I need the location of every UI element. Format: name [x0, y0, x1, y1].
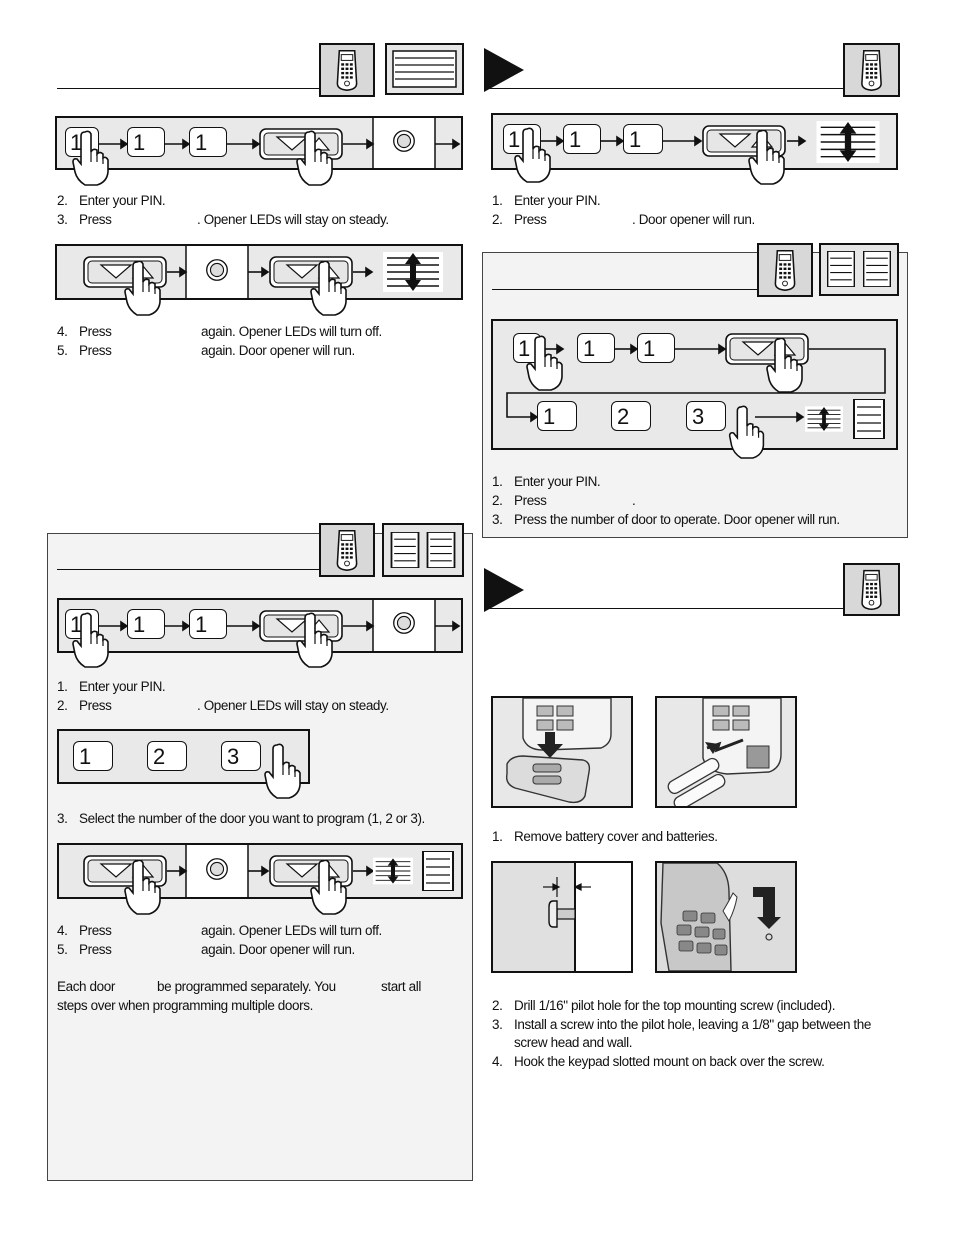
- keypad-icon: [319, 523, 375, 577]
- sequence-confirm-run: [57, 843, 463, 899]
- key-1: 1: [623, 124, 663, 154]
- step: 2.Drill 1/16" pilot hole for the top mou…: [492, 998, 836, 1013]
- step: screw head and wall.: [514, 1035, 633, 1050]
- step: 3.Select the number of the door you want…: [57, 811, 425, 826]
- step-continuation: again. Opener LEDs will turn off.: [201, 923, 382, 938]
- multi-door-icon: [382, 523, 464, 577]
- step: 5.Press: [57, 343, 112, 358]
- step: 3.Press the number of door to operate. D…: [492, 512, 840, 527]
- section-arrow-icon: [484, 568, 524, 612]
- screw-gap-diagram: [491, 861, 633, 973]
- note-text: be programmed separately. You: [157, 979, 336, 994]
- step-continuation: . Opener LEDs will stay on steady.: [197, 212, 389, 227]
- door-key-2: 2: [147, 741, 187, 771]
- key-1: 1: [127, 127, 165, 157]
- step: 1.Remove battery cover and batteries.: [492, 829, 718, 844]
- section-rule: [492, 289, 757, 290]
- door-key-1: 1: [73, 741, 113, 771]
- step: 2.Press: [492, 212, 547, 227]
- sequence-confirm-run: [55, 244, 463, 300]
- door-key-2: 2: [611, 401, 651, 431]
- step: 1.Enter your PIN.: [57, 679, 166, 694]
- section-rule: [57, 569, 319, 570]
- step: 5.Press: [57, 942, 112, 957]
- step-continuation: again. Door opener will run.: [201, 942, 355, 957]
- step-continuation: again. Opener LEDs will turn off.: [201, 324, 382, 339]
- step: 4.Press: [57, 324, 112, 339]
- note-text: steps over when programming multiple doo…: [57, 998, 313, 1013]
- keypad-mounting-image: [655, 861, 797, 973]
- sequence-pin-run: 1 1 1: [491, 113, 898, 170]
- key-1: 1: [577, 333, 615, 363]
- step: 3.Install a screw into the pilot hole, l…: [492, 1017, 871, 1032]
- section-rule: [484, 88, 843, 89]
- keypad-icon: [319, 43, 375, 97]
- section-rule: [57, 88, 319, 89]
- door-key-3: 3: [686, 401, 726, 431]
- keypad-icon: [757, 243, 813, 297]
- keypad-icon: [843, 43, 900, 97]
- step-continuation: .: [632, 493, 636, 508]
- key-1: 1: [637, 333, 675, 363]
- key-1: 1: [189, 127, 227, 157]
- key-1: 1: [127, 609, 165, 639]
- door-select-keys: 1 2 3: [57, 729, 310, 784]
- step-continuation: . Opener LEDs will stay on steady.: [197, 698, 389, 713]
- step-continuation: again. Door opener will run.: [201, 343, 355, 358]
- key-1: 1: [189, 609, 227, 639]
- sequence-pin-program: 1 1 1: [57, 598, 463, 653]
- step: 4.Hook the keypad slotted mount on back …: [492, 1054, 825, 1069]
- step: 2.Press: [57, 698, 112, 713]
- note-text: Each door: [57, 979, 115, 994]
- single-door-icon: [385, 43, 464, 95]
- step: 4.Press: [57, 923, 112, 938]
- note-text: start all: [381, 979, 421, 994]
- battery-removal-image: [655, 696, 797, 808]
- door-key-3: 3: [221, 741, 261, 771]
- step: 2.Enter your PIN.: [57, 193, 166, 208]
- multi-door-icon: [819, 243, 899, 296]
- door-key-1: 1: [537, 401, 577, 431]
- sequence-multi-operate: 1 1 1 1 2 3: [491, 319, 898, 450]
- section-rule: [484, 608, 843, 609]
- step: 1.Enter your PIN.: [492, 474, 601, 489]
- step-continuation: . Door opener will run.: [632, 212, 755, 227]
- step: 3.Press: [57, 212, 112, 227]
- section-arrow-icon: [484, 48, 524, 92]
- step: 1.Enter your PIN.: [492, 193, 601, 208]
- sequence-pin-program: 1 1 1: [55, 116, 463, 170]
- key-1: 1: [563, 124, 601, 154]
- keypad-icon: [843, 563, 900, 616]
- step: 2.Press: [492, 493, 547, 508]
- battery-cover-removal-image: [491, 696, 633, 808]
